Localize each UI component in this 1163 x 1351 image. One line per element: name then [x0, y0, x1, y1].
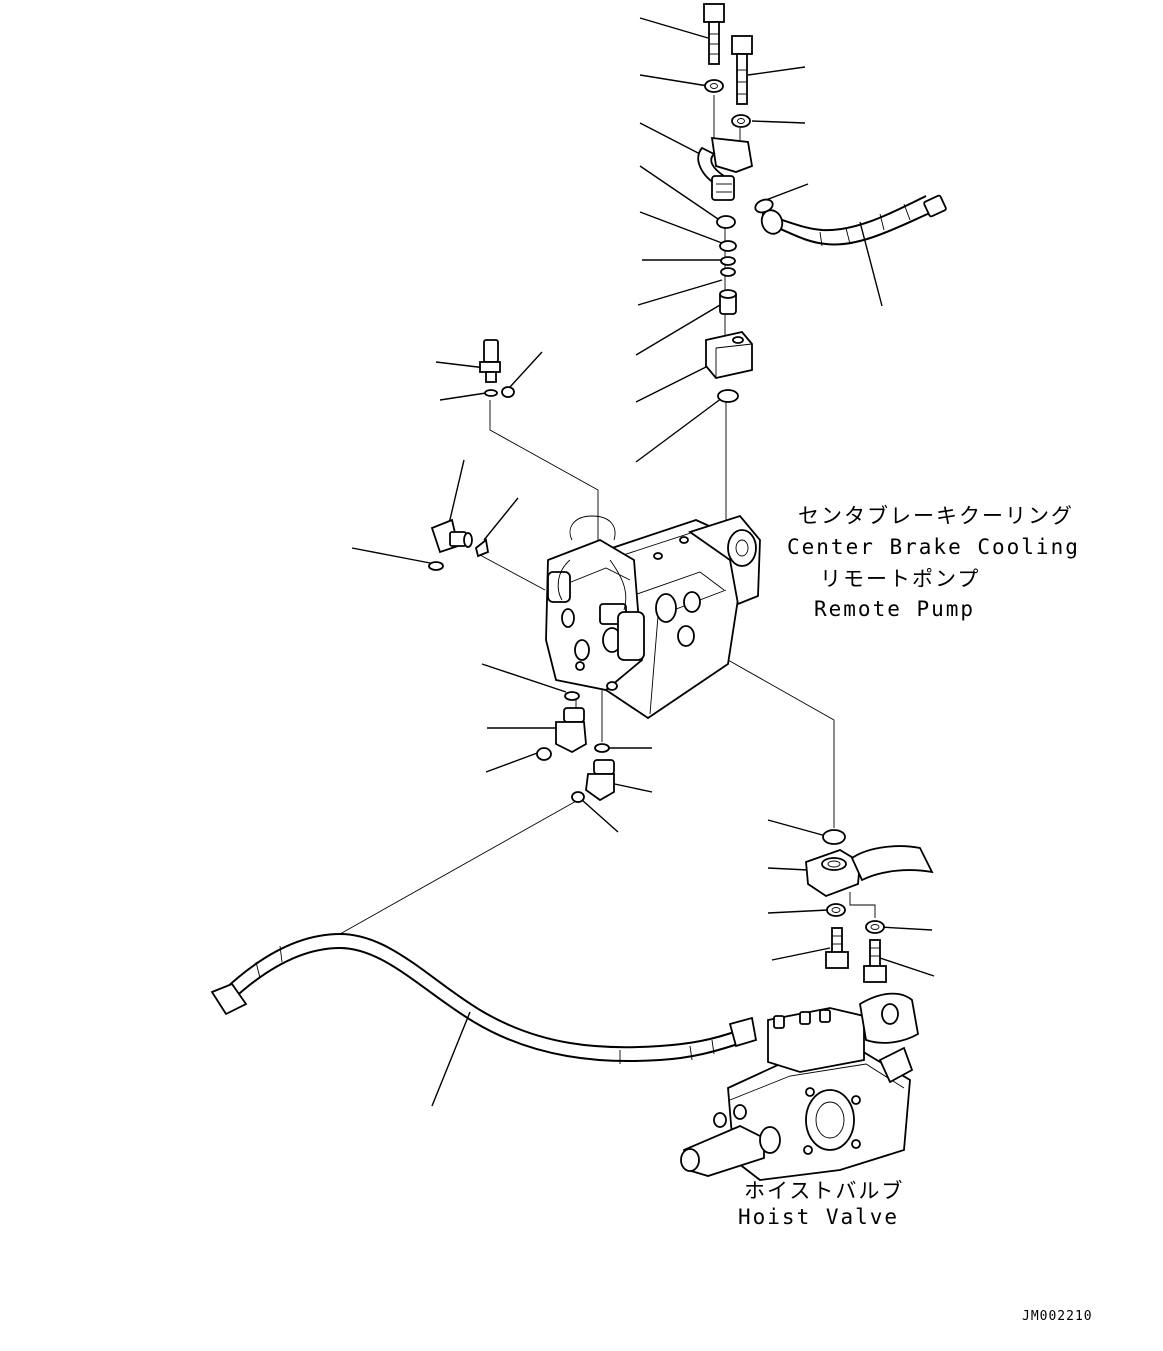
flange-fitting-lower — [805, 829, 934, 983]
fitting-left-upper — [479, 339, 515, 398]
washers-top — [704, 79, 751, 128]
labels: センタブレーキクーリング Center Brake Cooling リモートポン… — [738, 504, 1093, 1324]
center-brake-cooling-jp: センタブレーキクーリング — [798, 504, 1074, 528]
bolt-top-right — [731, 35, 753, 105]
drawing-code: JM002210 — [1022, 1309, 1093, 1324]
leader-lines — [351, 17, 935, 1107]
hoist-valve-body — [680, 992, 919, 1181]
seal-stack — [705, 198, 774, 403]
remote-pump-en: Remote Pump — [814, 597, 975, 621]
center-brake-cooling-en: Center Brake Cooling — [787, 535, 1080, 559]
hose-lower-long — [210, 932, 758, 1064]
hoist-valve-en: Hoist Valve — [738, 1205, 899, 1229]
elbow-fitting-top — [697, 136, 754, 201]
remote-pump-body — [545, 514, 761, 720]
remote-pump-jp: リモートポンプ — [820, 567, 980, 591]
bolt-top-left — [703, 3, 725, 65]
assembly-lines — [339, 95, 876, 935]
hoist-valve-jp: ホイストバルブ — [744, 1179, 904, 1203]
hose-upper-right — [760, 194, 947, 247]
fittings-lower-pump — [536, 691, 615, 803]
elbow-fitting-left — [428, 518, 490, 571]
